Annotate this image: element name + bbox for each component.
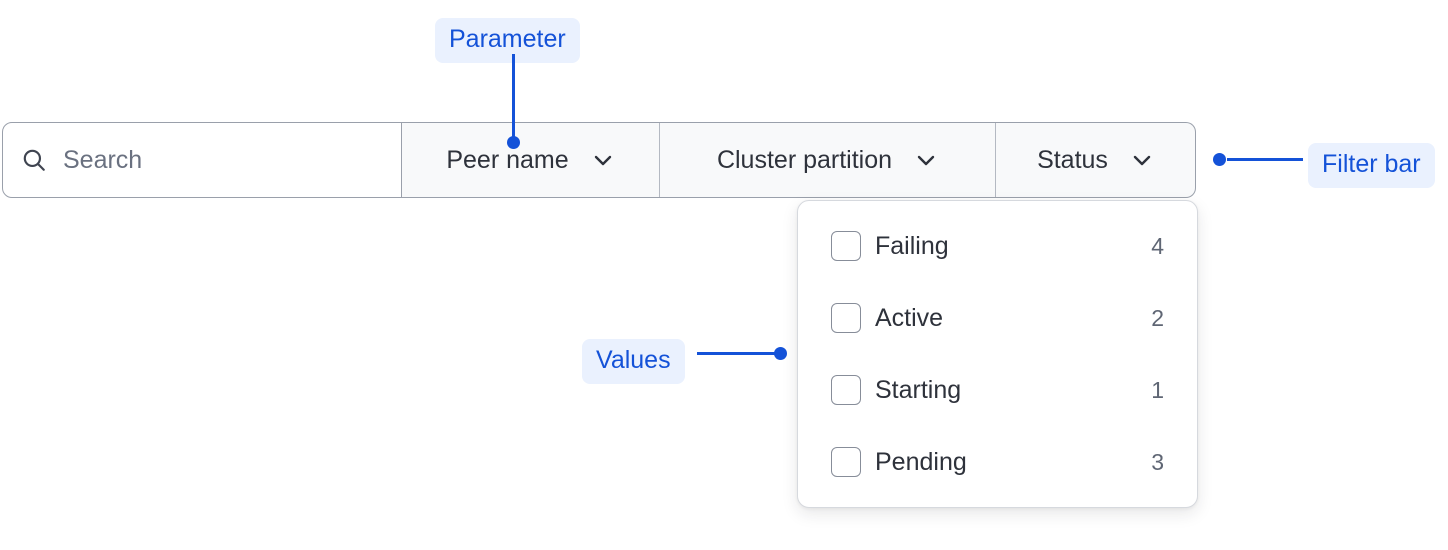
list-item-count: 2 xyxy=(1151,304,1164,331)
list-item[interactable]: Starting 1 xyxy=(798,363,1197,417)
search-input[interactable] xyxy=(47,123,401,197)
list-item-count: 3 xyxy=(1151,448,1164,475)
checkbox-active[interactable] xyxy=(831,303,861,333)
dropdown-peer-name-label: Peer name xyxy=(446,145,569,174)
annotation-parameter-dot xyxy=(507,136,520,149)
list-item-count: 1 xyxy=(1151,376,1164,403)
status-values-panel: Failing 4 Active 2 Starting 1 Pending 3 xyxy=(797,200,1198,508)
search-icon xyxy=(21,147,47,173)
dropdown-cluster-partition[interactable]: Cluster partition xyxy=(660,123,996,197)
list-item[interactable]: Failing 4 xyxy=(798,219,1197,273)
list-item-label: Active xyxy=(875,303,944,332)
annotation-values-leader-line xyxy=(697,352,775,355)
list-item[interactable]: Active 2 xyxy=(798,291,1197,345)
chevron-down-icon xyxy=(591,148,615,172)
chevron-down-icon xyxy=(1130,148,1154,172)
checkbox-pending[interactable] xyxy=(831,447,861,477)
checkbox-starting[interactable] xyxy=(831,375,861,405)
annotation-values-dot xyxy=(774,347,787,360)
dropdown-status-label: Status xyxy=(1037,145,1108,174)
list-item-label: Starting xyxy=(875,375,962,404)
list-item-label: Pending xyxy=(875,447,967,476)
annotation-filter-bar-leader-line xyxy=(1227,158,1303,161)
dropdown-status[interactable]: Status xyxy=(996,123,1195,197)
annotation-filter-bar-dot xyxy=(1213,153,1226,166)
annotation-values-label: Values xyxy=(582,339,685,384)
list-item-count: 4 xyxy=(1151,232,1164,259)
dropdown-peer-name[interactable]: Peer name xyxy=(402,123,660,197)
checkbox-failing[interactable] xyxy=(831,231,861,261)
search-box[interactable] xyxy=(2,122,402,198)
filter-bar: Peer name Cluster partition Status xyxy=(2,122,1196,198)
list-item-label: Failing xyxy=(875,231,949,260)
annotation-parameter-leader-line xyxy=(512,54,515,142)
annotation-filter-bar-label: Filter bar xyxy=(1308,143,1435,188)
annotation-parameter-label: Parameter xyxy=(435,18,580,63)
dropdown-group: Peer name Cluster partition Status xyxy=(402,122,1196,198)
chevron-down-icon xyxy=(914,148,938,172)
list-item[interactable]: Pending 3 xyxy=(798,435,1197,489)
dropdown-cluster-partition-label: Cluster partition xyxy=(716,145,893,174)
